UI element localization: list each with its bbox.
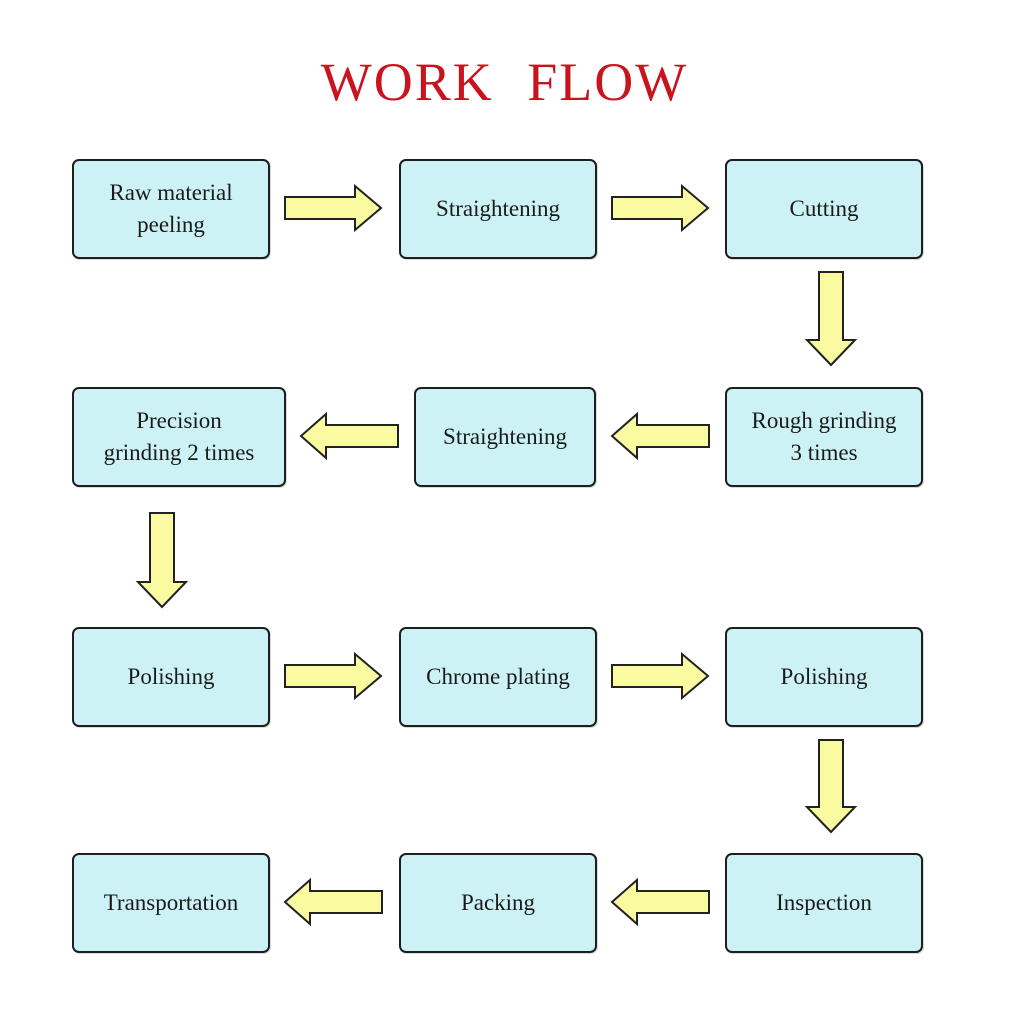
step-rough-grinding: Rough grinding 3 times xyxy=(725,387,923,487)
step-precision-grinding: Precision grinding 2 times xyxy=(72,387,286,487)
step-raw-material-peeling: Raw material peeling xyxy=(72,159,270,259)
arrow-down-icon xyxy=(804,271,858,367)
page-title: WORK FLOW xyxy=(320,52,689,112)
step-inspection: Inspection xyxy=(725,853,923,953)
arrow-right-icon xyxy=(611,651,710,701)
step-polishing-2: Polishing xyxy=(725,627,923,727)
arrow-left-icon xyxy=(283,877,383,927)
step-polishing-1: Polishing xyxy=(72,627,270,727)
step-cutting: Cutting xyxy=(725,159,923,259)
arrow-left-icon xyxy=(610,877,710,927)
arrow-right-icon xyxy=(611,183,710,233)
step-straightening-1: Straightening xyxy=(399,159,597,259)
arrow-right-icon xyxy=(284,651,383,701)
arrow-left-icon xyxy=(299,411,399,461)
step-packing: Packing xyxy=(399,853,597,953)
step-chrome-plating: Chrome plating xyxy=(399,627,597,727)
arrow-down-icon xyxy=(804,739,858,834)
arrow-left-icon xyxy=(610,411,710,461)
arrow-down-icon xyxy=(135,512,189,609)
arrow-right-icon xyxy=(284,183,383,233)
step-straightening-2: Straightening xyxy=(414,387,596,487)
step-transportation: Transportation xyxy=(72,853,270,953)
